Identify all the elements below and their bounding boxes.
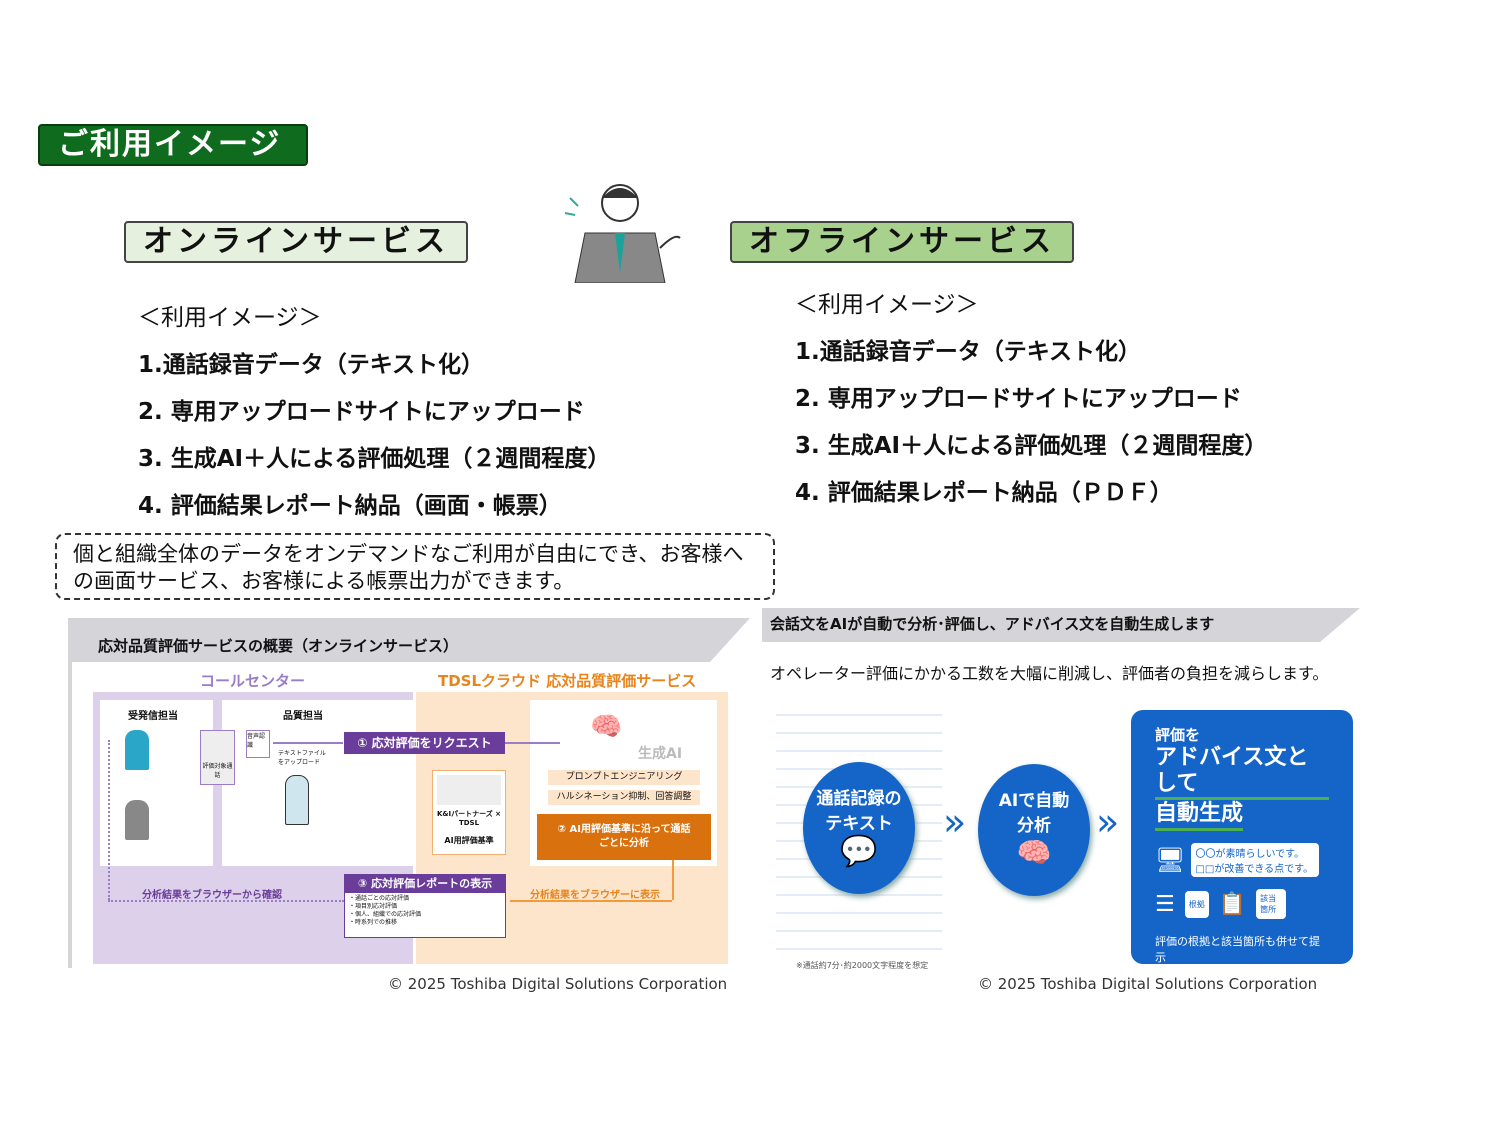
chevron-right-icon: » [943,800,967,844]
ai-head-icon: 🧠 [1016,836,1052,869]
arrow-line [273,742,343,744]
hallucination-control: ハルシネーション抑制、回答調整 [548,790,700,805]
operator-label: 受発信担当 [128,711,178,722]
transcript-circle: 通話記録のテキスト💬 [803,762,915,894]
right-subtitle: オペレーター評価にかかる工数を大幅に削減し、評価者の負担を減らします。 [770,664,1329,683]
dotted-line [108,740,110,900]
offline-item: 4. 評価結果レポート納品（ＰＤＦ） [795,480,1173,506]
advice-bubble: 〇〇が素晴らしいです。□□が改善できる点です。 [1191,843,1320,877]
offline-usage-list: ＜利用イメージ＞ 1.通話録音データ（テキスト化） 2. 専用アップロードサイト… [795,282,1267,517]
presenter-illustration [564,184,681,283]
dotted-arrow [108,900,344,902]
online-item: 2. 専用アップロードサイトにアップロード [138,399,585,425]
online-usage-list: ＜利用イメージ＞ 1.通話録音データ（テキスト化） 2. 専用アップロードサイト… [138,295,610,530]
panel-line1: 評価を [1155,726,1201,744]
online-service-title: オンラインサービス [124,221,468,263]
offline-usage-heading: ＜利用イメージ＞ [795,292,979,318]
quality-box [222,700,413,866]
arrow-line [505,742,560,744]
orange-line [672,860,674,900]
panel-line3: 自動生成 [1155,800,1244,831]
clipboard-icon: 📋 [1218,891,1247,917]
step3-report: ③ 応対評価レポートの表示 ・通話ごとの応対評価・項目別応対評価・個人、組織での… [344,874,506,938]
panel-footer: 評価の根拠と該当箇所も併せて提示 [1155,935,1320,964]
usage-image-badge: ご利用イメージ [38,124,308,166]
left-diagram-banner: 応対品質評価サービスの概要（オンラインサービス） [68,618,750,662]
online-note: 個と組織全体のデータをオンデマンドなご利用が自由にでき、お客様への画面サービス、… [55,533,775,600]
genai-label: 生成AI [638,746,683,762]
offline-item: 1.通話録音データ（テキスト化） [795,339,1142,365]
step3-title: ③ 応対評価レポートの表示 [345,875,505,893]
prompt-engineering: プロンプトエンジニアリング [548,770,700,785]
circle2-label: AIで自動分析 [998,791,1070,836]
offline-item: 3. 生成AI＋人による評価処理（２週間程度） [795,433,1268,459]
offline-item: 2. 専用アップロードサイトにアップロード [795,386,1242,412]
speech-recognition: 音声認識 [246,730,270,758]
offline-service-title: オフラインサービス [730,221,1074,263]
partners-label: K&Iパートナーズ × TDSL [436,810,502,827]
step2-analyze: ② AI用評価基準に沿って通話ごとに分析 [537,814,711,860]
report-item: ・通話ごとの応対評価 [349,895,409,902]
report-item: ・項目別応対評価 [349,903,398,910]
criteria-label: AI用評価基準 [444,836,494,845]
target-calls: 評価対象通話 [200,730,235,785]
cloud-label: TDSLクラウド 応対品質評価サービス [438,672,697,690]
browser-show-label: 分析結果をブラウザーに表示 [530,890,660,901]
operator-icon [125,730,149,770]
quality-label: 品質担当 [283,711,323,722]
quality-staff-icon [285,775,309,825]
step1-request: ① 応対評価をリクエスト [344,732,505,754]
criteria-box: K&Iパートナーズ × TDSL AI用評価基準 [432,770,506,855]
bar-chart-icon: ☰ [1155,891,1175,917]
basis-bubble: 根拠 [1184,890,1209,918]
operator-icon [125,800,149,840]
report-item: ・個人、組織での応対評価 [349,911,422,918]
online-item: 1.通話録音データ（テキスト化） [138,352,485,378]
report-items: ・通話ごとの応対評価・項目別応対評価・個人、組織での応対評価・時系列での推移 [345,893,505,929]
copyright-left: © 2025 Toshiba Digital Solutions Corpora… [388,975,728,993]
transcript-footnote: ※通話約7分･約2000文字程度を想定 [796,961,929,970]
online-item: 3. 生成AI＋人による評価処理（２週間程度） [138,446,611,472]
copyright-right: © 2025 Toshiba Digital Solutions Corpora… [978,975,1318,993]
online-usage-heading: ＜利用イメージ＞ [138,305,322,331]
ai-analysis-circle: AIで自動分析🧠 [978,764,1090,896]
upload-label: テキストファイルをアップロード [278,750,326,766]
call-center-label: コールセンター [200,672,306,690]
report-item: ・時系列での推移 [349,919,398,926]
operator-box [100,700,213,866]
ai-head-icon: 🧠 [590,712,623,742]
advice-panel: 評価を アドバイス文として 自動生成 🖥〇〇が素晴らしいです。□□が改善できる点… [1131,710,1353,964]
chevron-right-icon: » [1096,800,1120,844]
location-bubble: 該当箇所 [1256,889,1287,919]
right-diagram-banner: 会話文をAIが自動で分析･評価し、アドバイス文を自動生成します [762,608,1360,642]
online-item: 4. 評価結果レポート納品（画面・帳票） [138,493,562,519]
banner-edge [68,662,72,968]
browser-check-label: 分析結果をブラウザーから確認 [142,890,282,901]
chat-bubbles-icon: 💬 [840,834,878,869]
orange-arrow [510,900,672,902]
panel-line2: アドバイス文として [1155,745,1329,800]
circle1-label: 通話記録のテキスト [816,789,902,834]
monitor-icon: 🖥 [1155,846,1186,874]
partners-image [437,775,501,805]
